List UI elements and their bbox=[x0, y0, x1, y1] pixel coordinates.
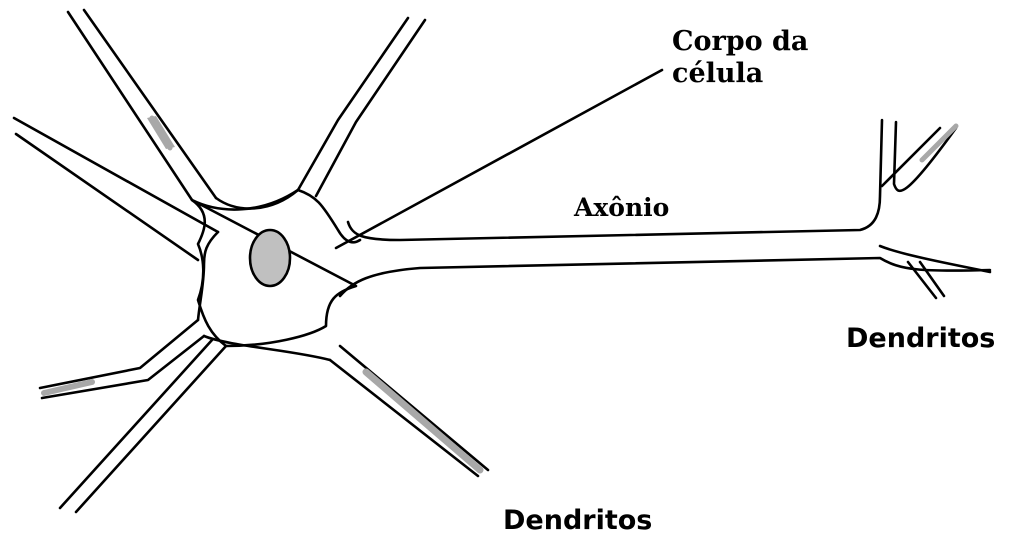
dendrite-bottom-right-streak bbox=[366, 372, 480, 470]
axon-terminal-streak bbox=[922, 126, 956, 160]
dendrite-lower-left bbox=[40, 320, 204, 398]
cell-body-label-line2: célula bbox=[672, 58, 808, 90]
cell-body-edge-top bbox=[216, 190, 298, 208]
dendrite-left bbox=[14, 118, 218, 260]
dendrites-right-label: Dendritos bbox=[846, 325, 995, 352]
dendrite-bottom-right bbox=[330, 346, 488, 476]
cell-body-label-line1: Corpo da bbox=[672, 26, 808, 58]
dendrite-upper-right bbox=[298, 18, 425, 196]
nucleus bbox=[250, 230, 290, 286]
axon-label: Axônio bbox=[574, 195, 669, 220]
cell-body-label: Corpo da célula bbox=[672, 26, 808, 90]
dendrites-bottom-label: Dendritos bbox=[503, 507, 652, 534]
dendrite-upper-left bbox=[68, 10, 216, 200]
